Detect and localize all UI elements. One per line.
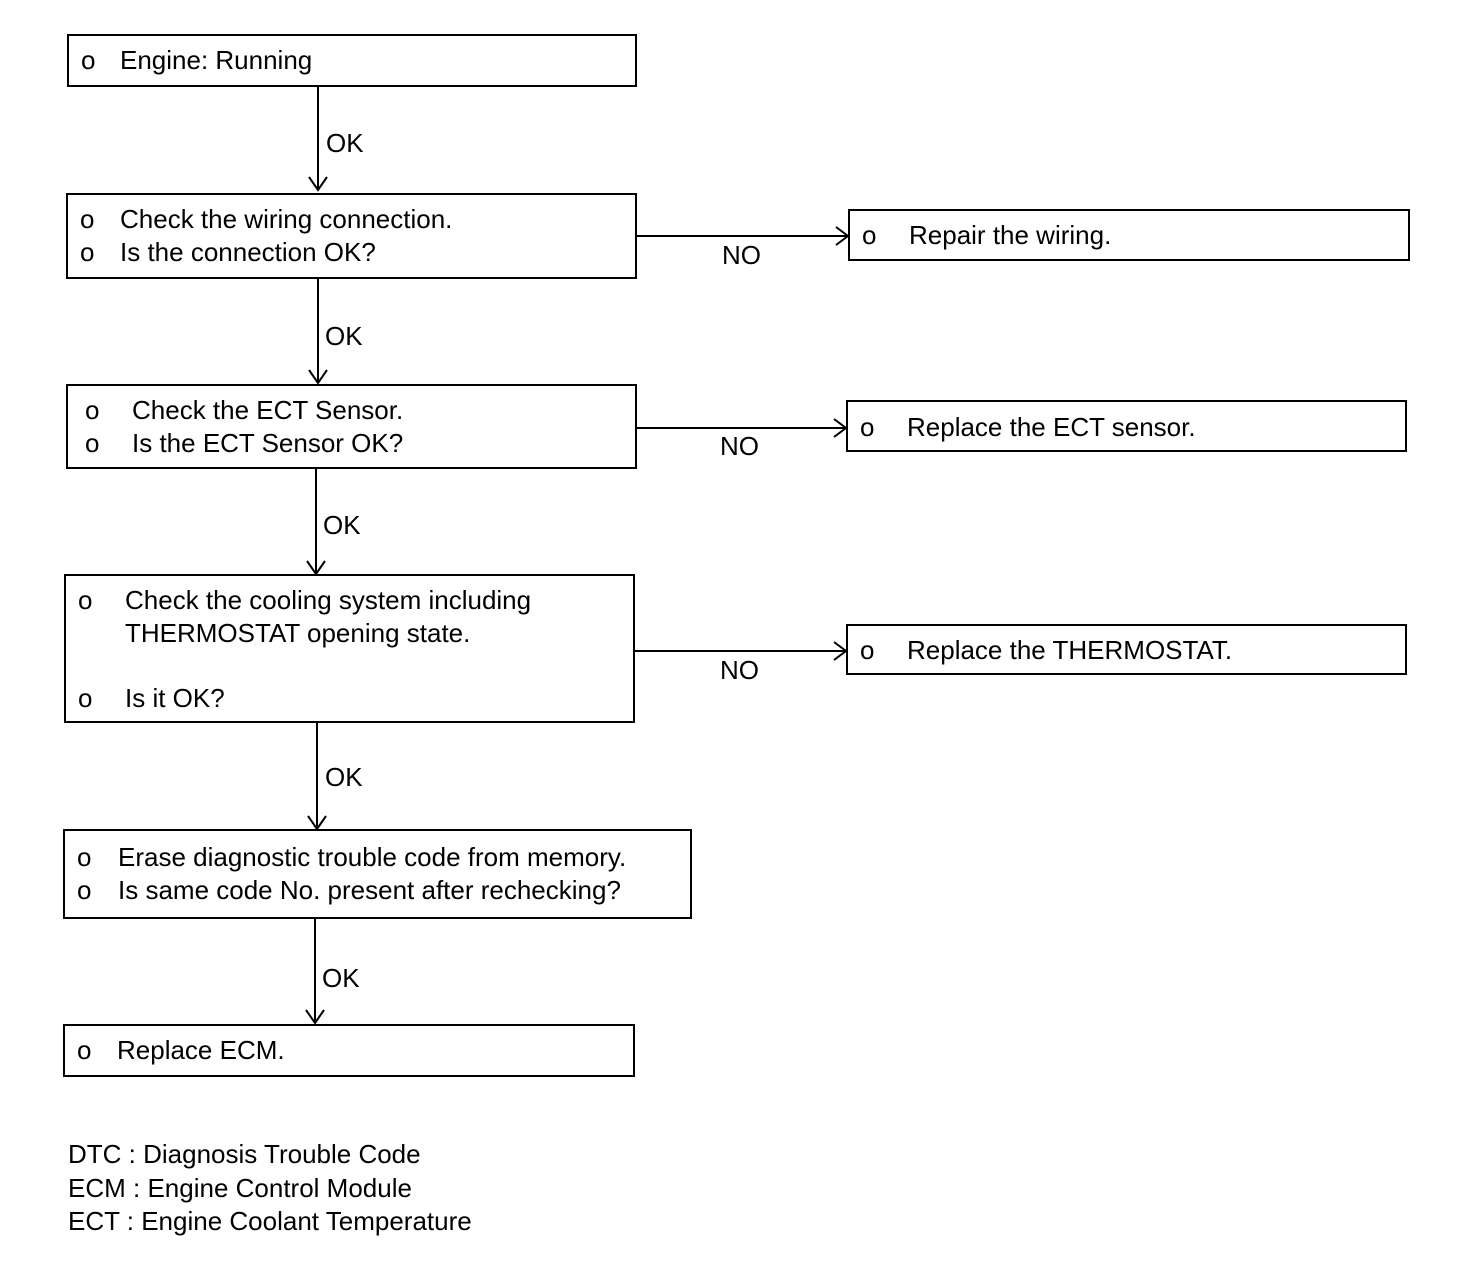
legend-entry-ect: ECT : Engine Coolant Temperature: [68, 1206, 472, 1236]
ok-label: OK: [325, 762, 363, 792]
action-replace-thermostat: o Replace the THERMOSTAT.: [846, 624, 1407, 675]
step-question: Is the ECT Sensor OK?: [132, 428, 404, 458]
bullet: o: [80, 237, 95, 267]
bullet: o: [860, 412, 875, 442]
ok-label: OK: [326, 128, 364, 158]
bullet: o: [78, 683, 93, 713]
ok-label: OK: [325, 321, 363, 351]
step-check-wiring: o Check the wiring connection. o Is the …: [66, 193, 637, 279]
bullet: o: [77, 842, 92, 872]
no-label: NO: [720, 655, 759, 685]
step-question: Is same code No. present after recheckin…: [118, 875, 621, 905]
bullet: o: [862, 220, 877, 250]
bullet: o: [85, 395, 100, 425]
bullet: o: [78, 585, 93, 615]
ok-arrowhead-1: [308, 176, 328, 192]
bullet: o: [77, 1035, 92, 1065]
ok-label: OK: [323, 510, 361, 540]
bullet: o: [85, 428, 100, 458]
legend-entry-ecm: ECM : Engine Control Module: [68, 1172, 412, 1203]
step-check-ect-sensor: o Check the ECT Sensor. o Is the ECT Sen…: [66, 384, 637, 469]
step-check-cooling-system: o Check the cooling system including THE…: [64, 574, 635, 723]
step-text: Check the cooling system including: [125, 585, 532, 615]
action-repair-wiring: o Repair the wiring.: [848, 209, 1410, 261]
bullet: o: [860, 635, 875, 665]
step-text: Engine: Running: [120, 45, 313, 75]
bullet: o: [77, 875, 92, 905]
step-text: Erase diagnostic trouble code from memor…: [118, 842, 627, 872]
action-text: Replace the THERMOSTAT.: [907, 635, 1233, 665]
action-text: Repair the wiring.: [909, 220, 1112, 250]
step-erase-dtc: o Erase diagnostic trouble code from mem…: [63, 829, 692, 919]
ok-arrowhead-2: [308, 369, 328, 385]
abbreviation-legend: DTC : Diagnosis Trouble Code ECM : Engin…: [68, 1138, 472, 1239]
step-text: Replace ECM.: [117, 1035, 285, 1065]
action-text: Replace the ECT sensor.: [907, 412, 1196, 442]
step-text-continued: THERMOSTAT opening state.: [125, 618, 471, 648]
ok-label: OK: [322, 963, 360, 993]
bullet: o: [81, 45, 96, 75]
step-replace-ecm: o Replace ECM.: [63, 1024, 635, 1077]
bullet: o: [80, 204, 95, 234]
legend-entry-dtc: DTC : Diagnosis Trouble Code: [68, 1139, 421, 1169]
action-replace-ect-sensor: o Replace the ECT sensor.: [846, 400, 1407, 452]
ok-arrowhead-5: [305, 1009, 325, 1025]
step-engine-running: o Engine: Running: [67, 34, 637, 87]
no-label: NO: [722, 240, 761, 270]
step-question: Is it OK?: [125, 683, 225, 713]
no-label: NO: [720, 431, 759, 461]
step-text: Check the wiring connection.: [120, 204, 453, 234]
step-question: Is the connection OK?: [120, 237, 376, 267]
step-text: Check the ECT Sensor.: [132, 395, 404, 425]
